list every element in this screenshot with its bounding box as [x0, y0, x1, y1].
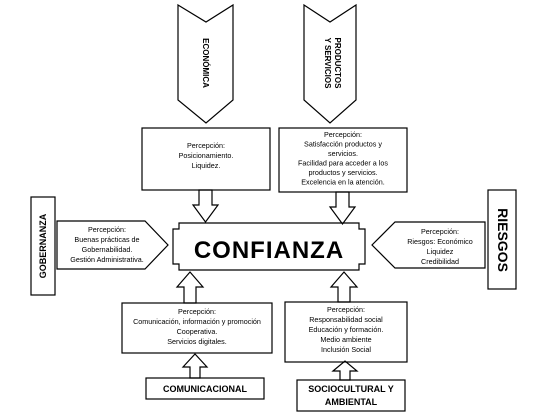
box-text-line: Educación y formación. — [309, 325, 384, 334]
bottom-left-box — [121, 302, 273, 354]
box-text-line: Liquidez. — [192, 161, 221, 170]
box-text-line: Inclusión Social — [321, 345, 371, 354]
bottom-left-up-arrow — [175, 271, 205, 304]
box-text-line: Riesgos: Económico — [407, 237, 473, 246]
box-text-line: Percepción: — [178, 307, 216, 316]
box-text-line: Percepción: — [327, 305, 365, 314]
riesgos-box — [487, 189, 517, 290]
box-text-line: productos y servicios. — [308, 168, 377, 177]
productos-arrow-shape — [303, 3, 357, 124]
confianza-box — [172, 222, 366, 271]
box-text-line: Percepción: — [88, 225, 126, 234]
comunicacional-box — [145, 377, 265, 400]
riesgos-label: RIESGOS — [495, 208, 511, 272]
confianza-label: CONFIANZA — [194, 237, 344, 264]
productos-label-line1: PRODUCTOS — [333, 38, 342, 90]
productos-label-line2: Y SERVICIOS — [323, 38, 332, 90]
box-text-line: Excelencia en la atención. — [301, 178, 385, 187]
gobernanza-box — [30, 196, 56, 296]
right-arrow-box — [371, 221, 486, 269]
box-text-line: Satisfacción productos y — [304, 140, 382, 149]
box-text-line: Cooperativa. — [177, 327, 218, 336]
box-text-line: servicios. — [328, 149, 358, 158]
box-text-line: Servicios digitales. — [167, 337, 227, 346]
top-left-connector-arrow — [191, 189, 220, 224]
box-text-line: Percepción: — [187, 141, 225, 150]
top-right-connector-arrow — [328, 191, 357, 226]
box-text-line: Facilidad para acceder a los — [298, 159, 388, 168]
box-text-line: Percepción: — [421, 227, 459, 236]
box-text-line: Comunicación, información y promoción — [133, 317, 261, 326]
box-text-line: Credibilidad — [421, 257, 459, 266]
bottom-left-box-text: Percepción:Comunicación, información y p… — [133, 307, 261, 346]
comunicacional-up-arrow — [181, 353, 209, 379]
comunicacional-label: COMUNICACIONAL — [163, 384, 247, 394]
box-text-line: Gestión Administrativa. — [70, 255, 144, 264]
box-text-line: Liquidez — [427, 247, 454, 256]
economica-arrow-shape — [177, 3, 234, 124]
box-text-line: Buenas prácticas de — [74, 235, 139, 244]
box-text-line: Responsabilidad social — [309, 315, 383, 324]
sociocultural-label-line1: SOCIOCULTURAL Y — [308, 384, 394, 394]
box-text-line: Posicionamiento. — [179, 151, 234, 160]
left-arrow-box — [56, 220, 169, 270]
box-text-line: Percepción: — [324, 130, 362, 139]
sociocultural-label-line2: AMBIENTAL — [325, 397, 378, 407]
top-left-box-text: Percepción:Posicionamiento.Liquidez. — [179, 141, 234, 170]
gobernanza-label: GOBERNANZA — [38, 213, 48, 278]
economica-label: ECONÓMICA — [201, 38, 210, 88]
box-text-line: Gobernabilidad. — [82, 245, 133, 254]
bottom-right-up-arrow — [329, 271, 359, 303]
box-text-line: Medio ambiente — [320, 335, 371, 344]
sociocultural-up-arrow — [331, 360, 359, 381]
sociocultural-box — [296, 379, 406, 412]
